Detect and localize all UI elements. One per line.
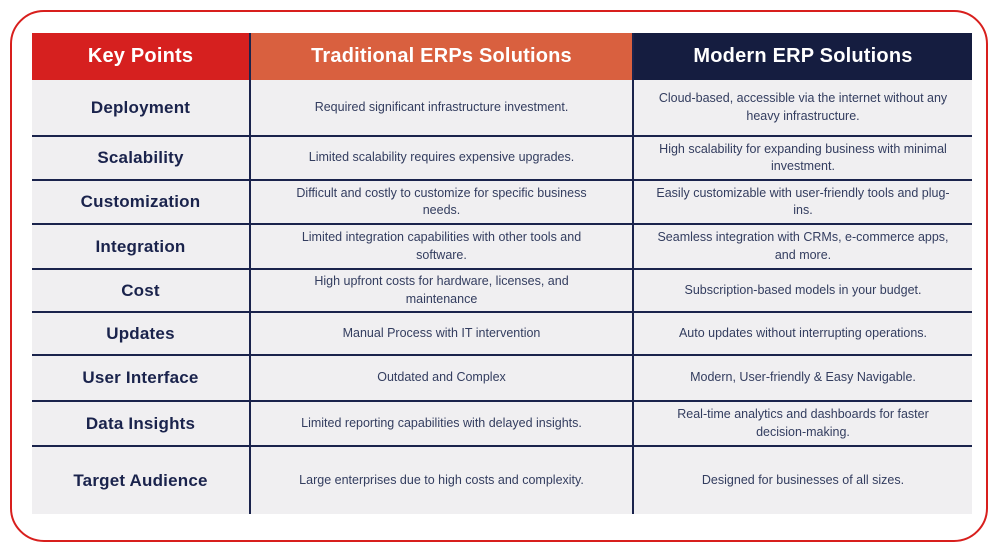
row-key-label: Target Audience xyxy=(73,470,208,490)
modern-cell: Subscription-based models in your budget… xyxy=(632,270,972,311)
header-traditional-erp: Traditional ERPs Solutions xyxy=(249,33,632,80)
row-key-label: Data Insights xyxy=(85,413,196,433)
row-key-label: Cost xyxy=(121,280,160,300)
traditional-cell: Large enterprises due to high costs and … xyxy=(249,447,632,514)
modern-cell: Modern, User-friendly & Easy Navigable. xyxy=(632,356,972,400)
modern-cell: Auto updates without interrupting operat… xyxy=(632,313,972,354)
table-row-integration: Integration Limited integration capabili… xyxy=(32,223,972,268)
modern-cell: Real-time analytics and dashboards for f… xyxy=(632,402,972,445)
traditional-cell: High upfront costs for hardware, license… xyxy=(249,270,632,311)
traditional-cell: Required significant infrastructure inve… xyxy=(249,80,632,135)
table-header-row: Key Points Traditional ERPs Solutions Mo… xyxy=(32,33,972,80)
table-row-updates: Updates Manual Process with IT intervent… xyxy=(32,311,972,354)
modern-cell: High scalability for expanding business … xyxy=(632,137,972,179)
row-key-label: Deployment xyxy=(90,97,191,117)
traditional-cell: Limited integration capabilities with ot… xyxy=(249,225,632,268)
traditional-cell: Outdated and Complex xyxy=(249,356,632,400)
modern-cell: Seamless integration with CRMs, e-commer… xyxy=(632,225,972,268)
row-key-label: User Interface xyxy=(82,368,199,387)
modern-cell: Cloud-based, accessible via the internet… xyxy=(632,80,972,135)
row-key-label: Integration xyxy=(95,236,186,256)
table-row-deployment: Deployment Required significant infrastr… xyxy=(32,80,972,135)
table-row-scalability: Scalability Limited scalability requires… xyxy=(32,135,972,179)
table-row-target-audience: Target Audience Large enterprises due to… xyxy=(32,445,972,514)
modern-cell: Easily customizable with user-friendly t… xyxy=(632,181,972,223)
comparison-card: Key Points Traditional ERPs Solutions Mo… xyxy=(10,10,988,542)
table-body: Deployment Required significant infrastr… xyxy=(32,80,972,514)
traditional-cell: Difficult and costly to customize for sp… xyxy=(249,181,632,223)
header-modern-erp: Modern ERP Solutions xyxy=(632,33,972,80)
modern-cell: Designed for businesses of all sizes. xyxy=(632,447,972,514)
traditional-cell: Manual Process with IT intervention xyxy=(249,313,632,354)
table-row-user-interface: User Interface Outdated and Complex Mode… xyxy=(32,354,972,400)
table-row-cost: Cost High upfront costs for hardware, li… xyxy=(32,268,972,311)
row-key-label: Customization xyxy=(80,192,201,211)
traditional-cell: Limited reporting capabilities with dela… xyxy=(249,402,632,445)
row-key-label: Scalability xyxy=(97,148,184,167)
erp-comparison-table: Key Points Traditional ERPs Solutions Mo… xyxy=(32,33,972,514)
table-row-customization: Customization Difficult and costly to cu… xyxy=(32,179,972,223)
traditional-cell: Limited scalability requires expensive u… xyxy=(249,137,632,179)
header-key-points: Key Points xyxy=(32,33,249,80)
row-key-label: Updates xyxy=(106,323,175,343)
table-row-data-insights: Data Insights Limited reporting capabili… xyxy=(32,400,972,445)
